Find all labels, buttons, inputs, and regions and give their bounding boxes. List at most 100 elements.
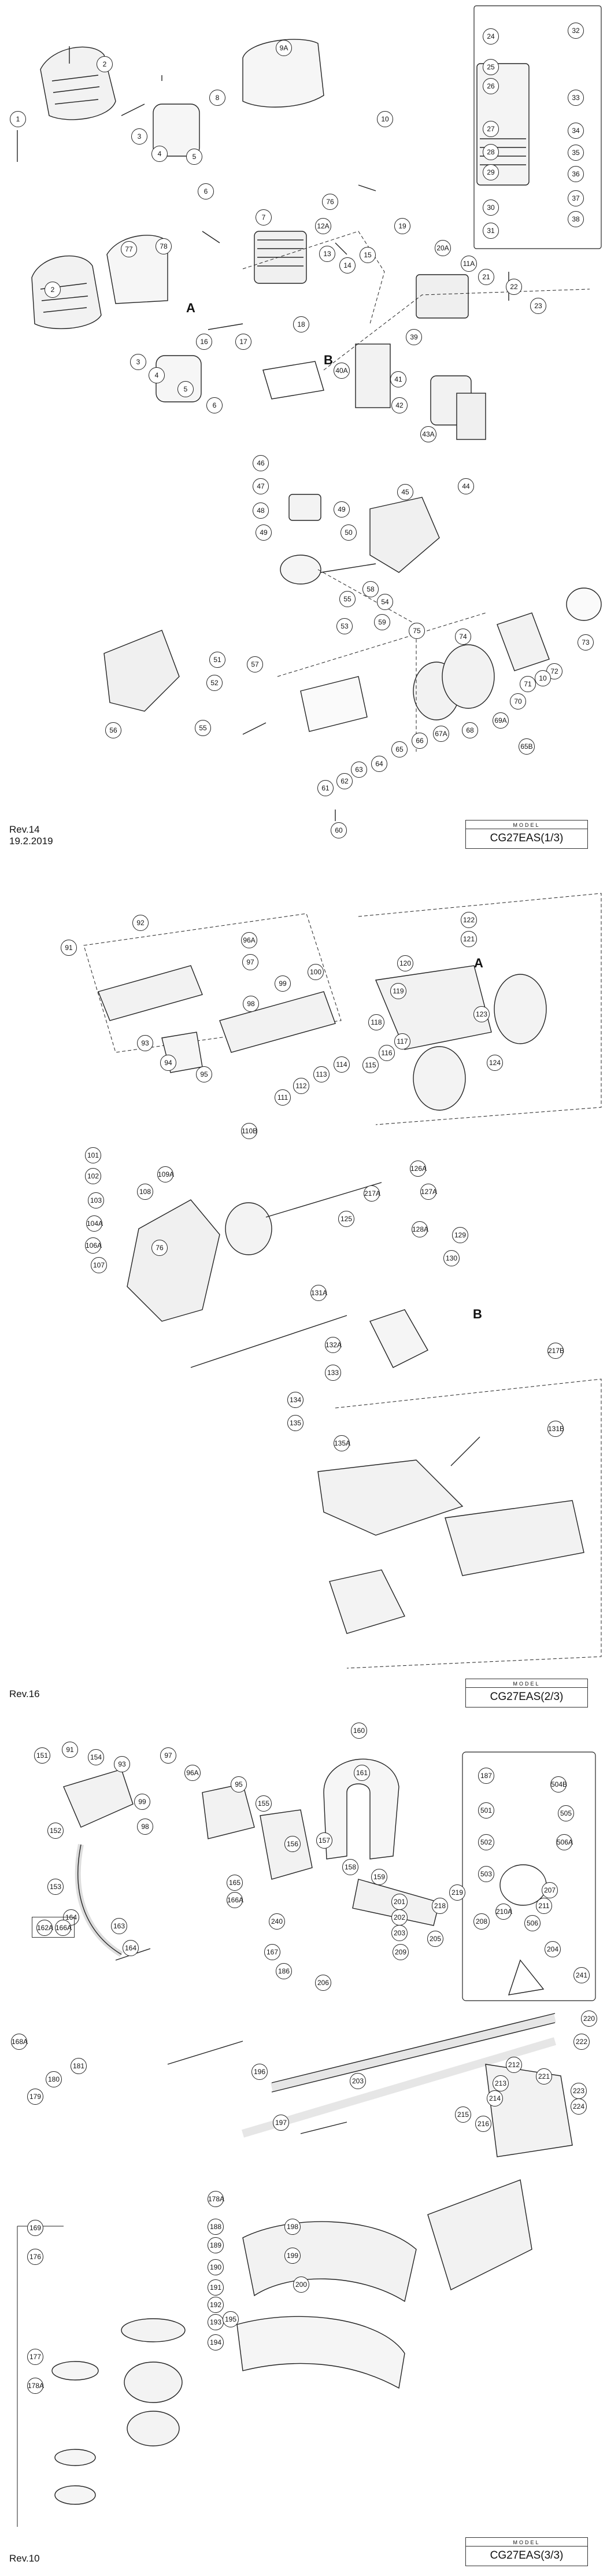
- callout: 158: [342, 1859, 358, 1875]
- callout: 127A: [420, 1184, 437, 1200]
- callout: 96A: [184, 1765, 201, 1781]
- callout: 76: [322, 194, 338, 210]
- callout: 189: [208, 2237, 224, 2253]
- callout: 71: [520, 676, 536, 692]
- callout: 125: [338, 1211, 354, 1227]
- callout: 43A: [420, 426, 436, 442]
- callout: 48: [253, 502, 269, 519]
- callout: 159: [371, 1869, 387, 1885]
- callout: 115: [362, 1057, 379, 1073]
- callout: 178A: [208, 2191, 224, 2207]
- revision-label: Rev.16: [9, 1688, 40, 1699]
- callout: 53: [336, 618, 353, 634]
- callout: 33: [568, 90, 584, 106]
- callout: 128A: [412, 1221, 428, 1237]
- callout: 36: [568, 166, 584, 182]
- callout: 156: [284, 1836, 301, 1852]
- callout: 217B: [547, 1343, 564, 1359]
- callout: 157: [316, 1832, 332, 1849]
- callout: 190: [208, 2259, 224, 2275]
- callout: 2: [45, 282, 61, 298]
- callout: 65B: [519, 738, 535, 755]
- model-label: MODEL: [466, 2539, 587, 2547]
- callout: 177: [27, 2349, 43, 2365]
- callout: 200: [293, 2276, 309, 2293]
- callout: 153: [47, 1879, 64, 1895]
- callout: 3: [130, 354, 146, 370]
- callout: 117: [394, 1033, 410, 1049]
- callout: 207: [542, 1882, 558, 1898]
- callout: 77: [121, 241, 137, 257]
- callout: 506: [524, 1915, 541, 1931]
- callout: 202: [391, 1909, 408, 1925]
- callout: 51: [209, 652, 225, 668]
- callout: 45: [397, 484, 413, 500]
- callout: 131B: [547, 1421, 564, 1437]
- callout: 165: [227, 1875, 243, 1891]
- callout: 13: [319, 246, 335, 262]
- callout: 23: [530, 298, 546, 314]
- callout: 75: [409, 623, 425, 639]
- callout: 181: [71, 2058, 87, 2074]
- callout: 191: [208, 2279, 224, 2296]
- callout: 204: [545, 1941, 561, 1957]
- callout: 8: [209, 90, 225, 106]
- callout: 104A: [86, 1215, 103, 1232]
- callout: 66: [412, 733, 428, 749]
- callout: 110B: [241, 1123, 257, 1139]
- callout: 49: [334, 501, 350, 518]
- callout: 106A: [85, 1237, 102, 1254]
- callout: 186: [276, 1963, 292, 1979]
- callout: 198: [284, 2219, 301, 2235]
- callout: 59: [374, 614, 390, 630]
- callout: 180: [46, 2071, 62, 2087]
- callout: 131A: [310, 1285, 327, 1301]
- callout: 64: [371, 756, 387, 772]
- callout: 95: [231, 1776, 247, 1793]
- callout: 123: [473, 1006, 490, 1022]
- callout: 220: [581, 2010, 597, 2027]
- callout: 501: [478, 1802, 494, 1819]
- callout: 126A: [410, 1161, 427, 1177]
- callout: 24: [483, 28, 499, 45]
- callout: 211: [536, 1898, 552, 1914]
- callout: 74: [455, 629, 471, 645]
- callout: 122: [461, 912, 477, 928]
- callout: 94: [160, 1055, 176, 1071]
- callout: 506A: [556, 1834, 573, 1850]
- callout: 69A: [493, 712, 509, 729]
- callout: 240: [269, 1913, 285, 1930]
- callout: 166A: [227, 1892, 243, 1908]
- callout: 168A: [11, 2034, 28, 2050]
- callout: 91: [61, 940, 77, 956]
- callout: 57: [247, 656, 263, 672]
- callout: 224: [571, 2098, 587, 2115]
- callout: 210A: [495, 1904, 512, 1920]
- callout: 179: [27, 2089, 43, 2105]
- group-letter: A: [474, 956, 483, 970]
- callout: 164: [123, 1940, 139, 1956]
- callout: 11A: [461, 256, 477, 272]
- callout: 54: [377, 594, 393, 610]
- callout: 96A: [241, 932, 257, 948]
- callout: 10: [377, 111, 393, 127]
- callout: 2: [97, 56, 113, 72]
- model-box: MODEL CG27EAS(3/3): [465, 2537, 588, 2566]
- callout: 6: [206, 397, 223, 413]
- callout: 502: [478, 1834, 494, 1850]
- callout: 162A: [36, 1920, 53, 1936]
- callout: 41: [390, 371, 406, 387]
- callout: 120: [397, 955, 413, 971]
- callout: 98: [137, 1819, 153, 1835]
- callout: 58: [362, 581, 379, 597]
- callout: 14: [339, 257, 356, 274]
- group-letter: B: [473, 1307, 482, 1321]
- callout: 188: [208, 2219, 224, 2235]
- callout: 130: [443, 1250, 460, 1266]
- callout: 241: [573, 1967, 590, 1983]
- callout: 214: [487, 2090, 503, 2106]
- callout: 132A: [325, 1337, 342, 1353]
- callout: 99: [134, 1794, 150, 1810]
- callout: 201: [391, 1894, 408, 1910]
- callout: 112: [293, 1078, 309, 1094]
